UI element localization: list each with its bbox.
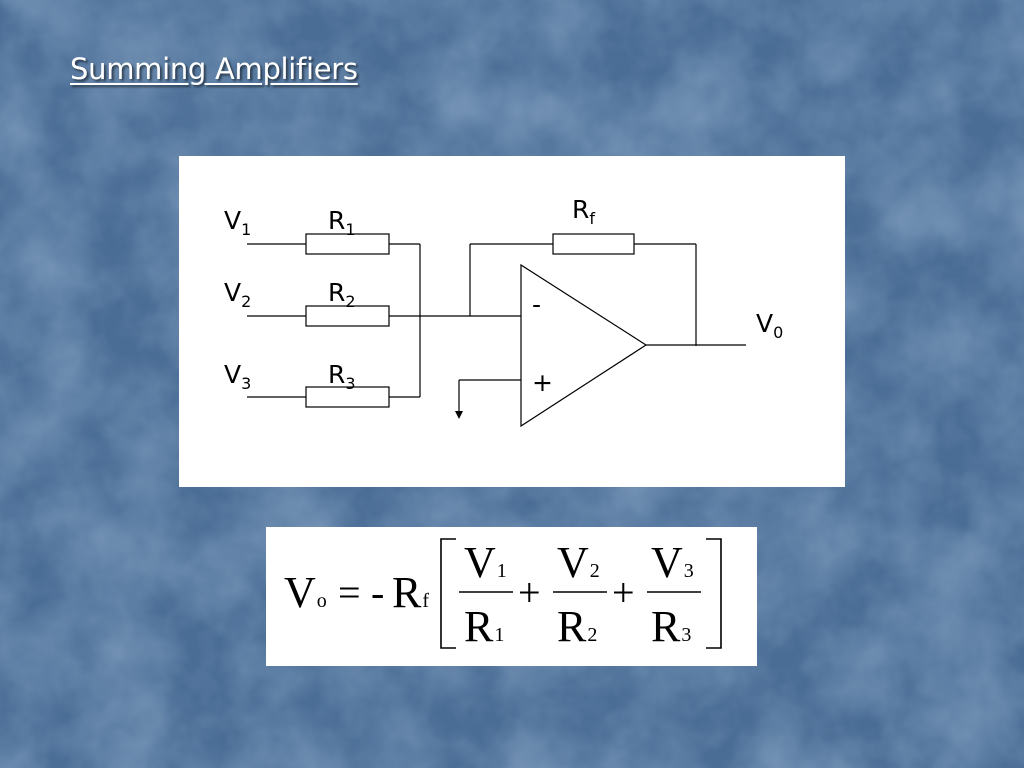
equation-plus-2: +: [612, 570, 635, 615]
equation-equals: =: [338, 570, 361, 615]
opamp-noninverting-sign: +: [532, 368, 553, 397]
ground-arrow-icon: [455, 411, 463, 419]
equation-gain: Rf: [392, 568, 429, 617]
label-r2: R2: [328, 278, 356, 311]
summing-amplifier-circuit: V1 R1 V2 R2 V3 R3 Rf V0 - +: [224, 195, 783, 428]
label-r1: R1: [328, 206, 356, 239]
label-rf: Rf: [572, 195, 595, 228]
slide-title: Summing Amplifiers: [70, 52, 358, 86]
fraction-1-denominator: R1: [464, 602, 504, 651]
right-bracket: [706, 538, 722, 649]
opamp-triangle: [520, 263, 648, 428]
fraction-1-numerator: V1: [464, 538, 507, 587]
fraction-2-denominator: R2: [557, 602, 597, 651]
equation-plus-1: +: [518, 570, 541, 615]
label-v3: V3: [224, 360, 251, 393]
formula-panel: Vo = - Rf V1 R1 + V2 R2 + V3 R3: [266, 527, 757, 666]
label-v0: V0: [756, 309, 783, 342]
equation-minus: -: [371, 570, 384, 615]
circuit-diagram-panel: V1 R1 V2 R2 V3 R3 Rf V0 - +: [179, 156, 845, 487]
fraction-3-numerator: V3: [651, 538, 694, 587]
left-bracket: [440, 538, 456, 649]
resistor-rf: [552, 233, 635, 255]
label-v2: V2: [224, 278, 251, 311]
label-v1: V1: [224, 206, 251, 239]
equation-lhs: Vo: [284, 568, 327, 617]
fraction-2-numerator: V2: [557, 538, 600, 587]
summing-amplifier-equation: Vo = - Rf V1 R1 + V2 R2 + V3 R3: [284, 538, 722, 651]
fraction-3-denominator: R3: [651, 602, 691, 651]
label-r3: R3: [328, 360, 356, 393]
opamp-inverting-sign: -: [532, 290, 541, 319]
